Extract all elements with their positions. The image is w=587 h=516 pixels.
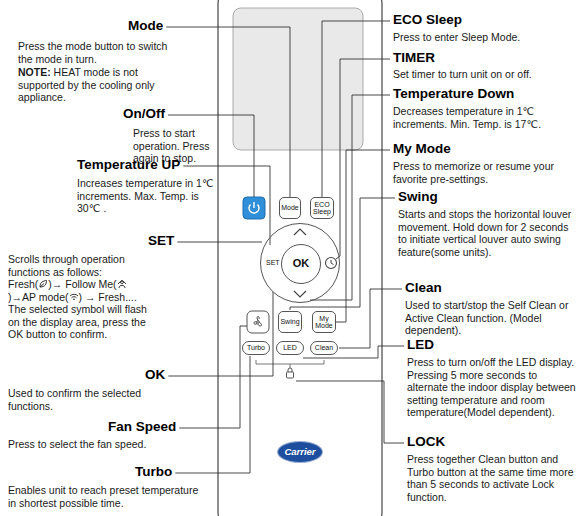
leader-line [336, 59, 390, 259]
description-text: Press to select the fan speed. [8, 438, 178, 451]
description-text: Fresh( [8, 278, 38, 290]
leader-line [336, 150, 390, 322]
remote-button: LED [276, 341, 304, 355]
description-text: )→ [8, 291, 22, 303]
description-text: Press to enter Sleep Mode. [393, 31, 578, 44]
lock-bracket [256, 360, 324, 364]
leader-line [175, 356, 250, 473]
description-text: Press to turn on/off the LED display. Pr… [407, 356, 580, 419]
lock-bracket [290, 364, 291, 368]
callout-heading: LOCK [407, 434, 445, 450]
leader-line [322, 21, 390, 197]
lock-icon [288, 368, 292, 372]
timer-icon [326, 258, 337, 269]
button-text: LED [283, 344, 297, 352]
description-text: Scrolls through operation functions as f… [8, 253, 125, 278]
callout-heading: OK [145, 367, 165, 383]
callout-heading: Temperature Down [393, 86, 514, 102]
leader-line [166, 27, 290, 197]
callout-heading: ECO Sleep [393, 12, 462, 28]
callout-heading: Clean [405, 280, 442, 296]
leader-line [168, 292, 273, 376]
timer-icon [331, 260, 334, 265]
remote-button: ECO Sleep [310, 197, 334, 219]
callout-heading: Fan Speed [108, 419, 176, 435]
lock-icon [287, 372, 294, 378]
callout-heading: Mode [128, 18, 163, 34]
description-text: Press the mode button to switch the mode… [18, 40, 168, 65]
button-text: Clean [315, 344, 333, 352]
leader-line [179, 326, 247, 428]
remote-button: Turbo [242, 341, 270, 355]
description-text: Enables unit to reach preset temperature… [8, 484, 208, 509]
callout-heading: Turbo [135, 464, 172, 480]
description-text: Set timer to turn unit on or off. [393, 68, 578, 81]
description-text: The selected symbol will flash on the di… [8, 303, 147, 340]
down-arrow [294, 291, 306, 297]
button-text: OK [293, 260, 310, 268]
description-text: Decreases temperature in 1℃ increments. … [393, 105, 578, 130]
description-text: Used to start/stop the Self Clean or Act… [405, 299, 580, 337]
callout-heading: My Mode [393, 141, 451, 157]
button-text: Mode [281, 204, 299, 212]
button-text: Carrier [284, 448, 315, 456]
description-text: Scrolls through operation functions as f… [8, 253, 160, 341]
power-button [243, 197, 265, 219]
note-label: NOTE: [18, 66, 51, 78]
up-arrow [294, 229, 306, 235]
display-window [233, 8, 363, 150]
callout-heading: Swing [398, 189, 438, 205]
description-text: AP mode( [22, 291, 69, 303]
remote-button: Mode [279, 197, 301, 219]
fresh-icon [38, 279, 48, 289]
callout-heading: SET [148, 233, 174, 249]
remote-button: OK [281, 244, 321, 284]
callout-heading: LED [407, 337, 434, 353]
fan-icon [254, 316, 262, 325]
description-text: Press to memorize or resume your favorit… [393, 160, 578, 185]
callout-heading: TIMER [393, 50, 435, 66]
brand-logo: Carrier [277, 441, 323, 463]
direction-pad: SET OK [260, 223, 340, 303]
description-text: NOTE: HEAT mode is not supported by the … [18, 66, 168, 104]
remote-button: My Mode [312, 311, 336, 333]
description-text: Increases temperature in 1℃ increments. … [77, 177, 215, 215]
callout-heading: Temperature UP [77, 157, 180, 173]
leader-line [177, 242, 262, 243]
description-text: ) → Fresh.... [79, 291, 137, 303]
button-text: Swing [280, 318, 299, 326]
leader-line [310, 95, 390, 300]
description-text: Starts and stops the horizontal louver m… [398, 208, 580, 258]
leader-line [339, 289, 402, 348]
button-text: My Mode [313, 315, 335, 330]
description-text: )→ Follow Me( [48, 278, 116, 290]
description-text: Used to confirm the selected functions. [8, 387, 158, 412]
power-icon [253, 202, 254, 208]
remote-button: Swing [278, 311, 302, 333]
button-text: ECO Sleep [311, 201, 333, 216]
follow-icon [117, 279, 127, 289]
button-text: SET [266, 259, 280, 267]
button-text: Turbo [247, 344, 265, 352]
leader-line [296, 381, 404, 443]
remote-body [218, 0, 382, 516]
ap-icon [69, 292, 79, 302]
callout-heading: On/Off [123, 106, 165, 122]
remote-button: Clean [310, 341, 338, 355]
description-text: Press together Clean button and Turbo bu… [407, 453, 580, 503]
fan-button [247, 311, 269, 333]
